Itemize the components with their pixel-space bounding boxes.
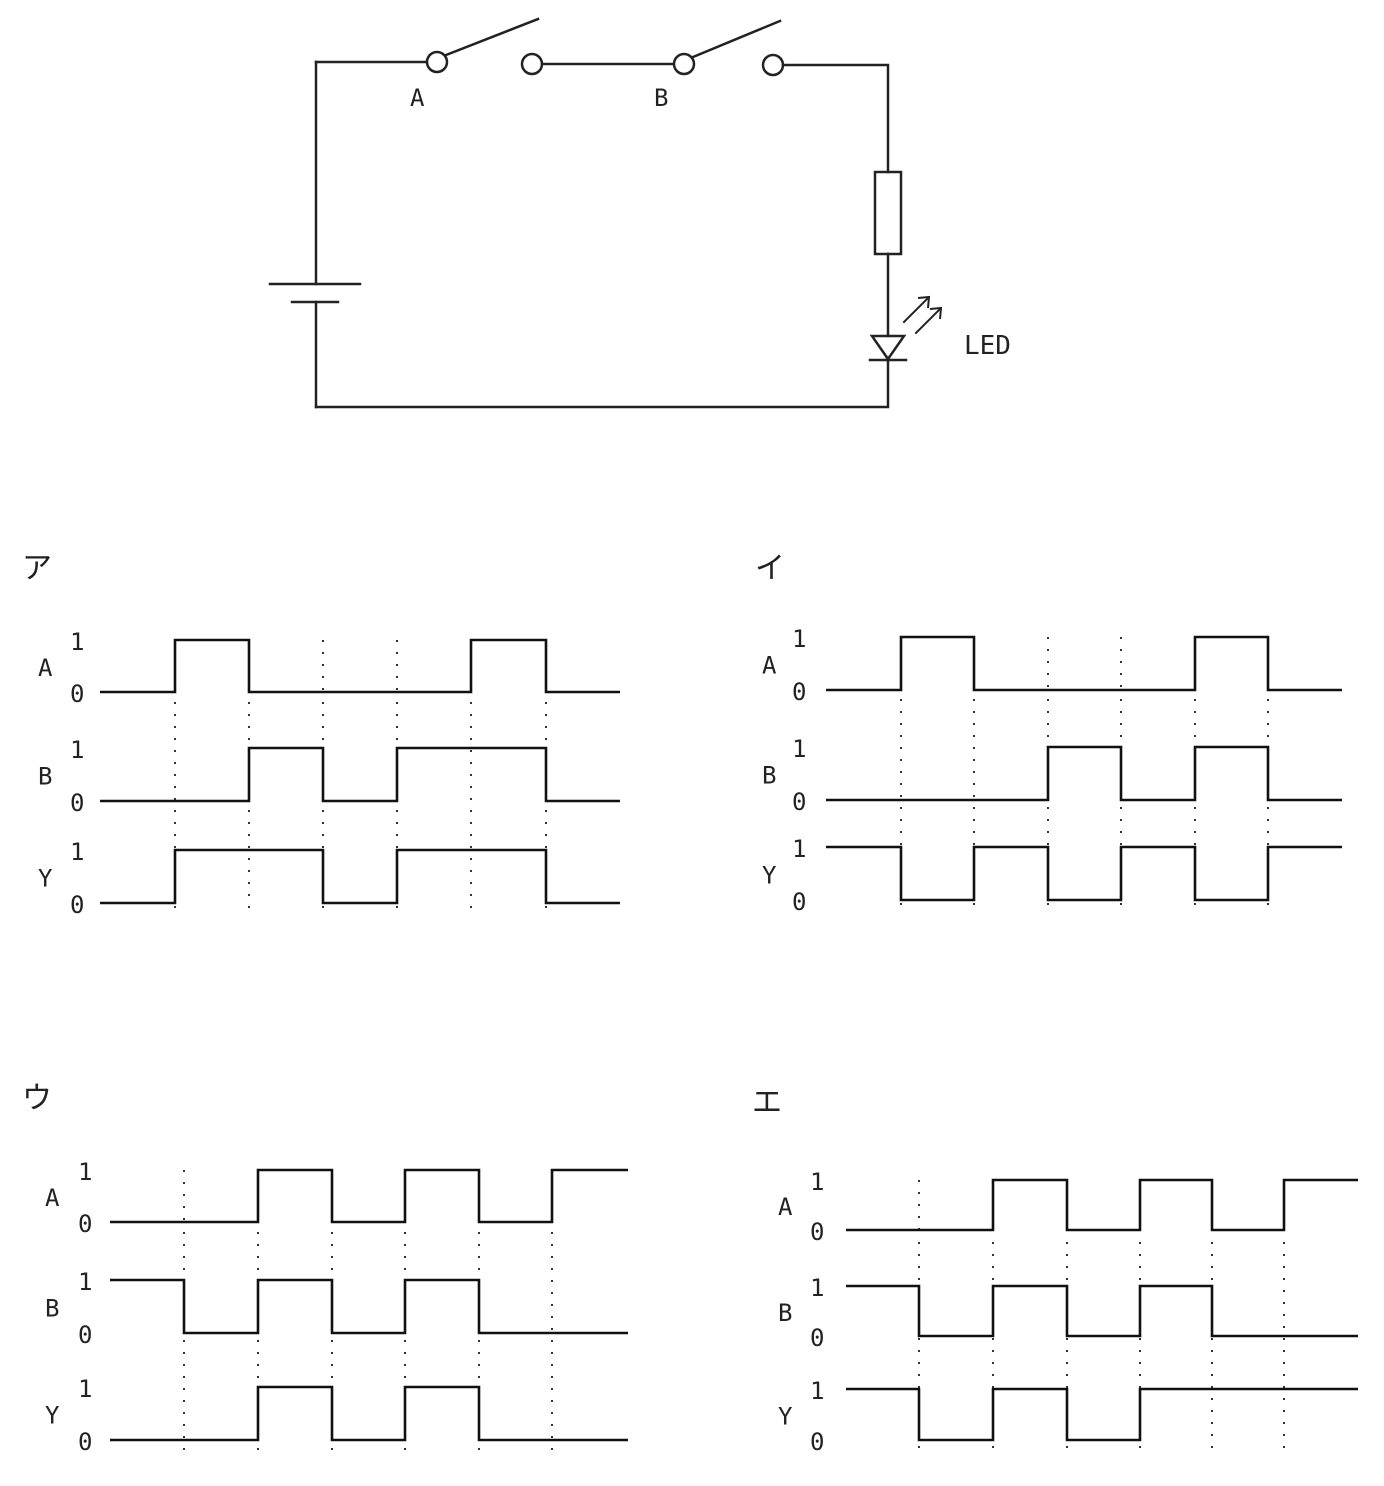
diagram-label: イ [755,551,785,586]
level-high-label: 1 [78,1268,92,1296]
switch-b-label: B [654,84,668,112]
level-low-label: 0 [78,1321,92,1349]
signal-name: B [38,763,52,791]
wire-top-right [781,63,890,174]
level-high-label: 1 [792,835,806,863]
waveform-a [100,638,620,694]
signal-name: A [762,652,777,680]
led-label: LED [964,331,1011,361]
signal-name: A [778,1193,793,1221]
diagram-label: エ [752,1085,782,1120]
waveform-a [846,1178,1358,1232]
level-high-label: 1 [792,625,806,653]
level-low-label: 0 [78,1428,92,1456]
waveform-y [100,848,620,905]
switch-b [672,19,785,77]
circuit-diagram [268,17,943,409]
switch-a-label: A [410,84,425,112]
waveform-b [826,745,1342,802]
level-low-label: 0 [792,888,806,916]
level-low-label: 0 [810,1218,824,1246]
level-low-label: 0 [792,788,806,816]
signal-name: A [45,1184,60,1212]
level-low-label: 0 [810,1324,824,1352]
level-high-label: 1 [792,735,806,763]
level-low-label: 0 [70,789,84,817]
diagram-label: ウ [22,1081,52,1116]
waveform-b [846,1284,1358,1338]
level-low-label: 0 [78,1210,92,1238]
light-arrows [902,295,943,335]
waveform-a [826,635,1342,692]
signal-name: Y [762,862,777,890]
level-high-label: 1 [78,1158,92,1186]
signal-name: B [778,1299,792,1327]
level-high-label: 1 [810,1377,824,1405]
diagram-label: ア [22,551,52,586]
wire-bottom [314,358,890,409]
signal-name: Y [778,1403,793,1431]
level-high-label: 1 [810,1168,824,1196]
level-high-label: 1 [70,736,84,764]
waveform-y [110,1385,628,1442]
level-high-label: 1 [78,1375,92,1403]
level-high-label: 1 [810,1274,824,1302]
waveform-b [110,1278,628,1335]
signal-name: B [762,762,776,790]
waveform-y [826,845,1342,902]
signal-name: Y [45,1402,60,1430]
level-low-label: 0 [70,680,84,708]
level-low-label: 0 [70,891,84,919]
led [868,334,908,362]
waveform-b [100,746,620,803]
signal-name: Y [38,865,53,893]
signal-name: A [38,654,53,682]
level-high-label: 1 [70,838,84,866]
waveform-a [110,1168,628,1224]
signal-name: B [45,1295,59,1323]
level-high-label: 1 [70,628,84,656]
switch-a [425,17,544,76]
level-low-label: 0 [792,678,806,706]
level-low-label: 0 [810,1428,824,1456]
resistor [873,170,903,256]
waveform-y [846,1387,1358,1442]
